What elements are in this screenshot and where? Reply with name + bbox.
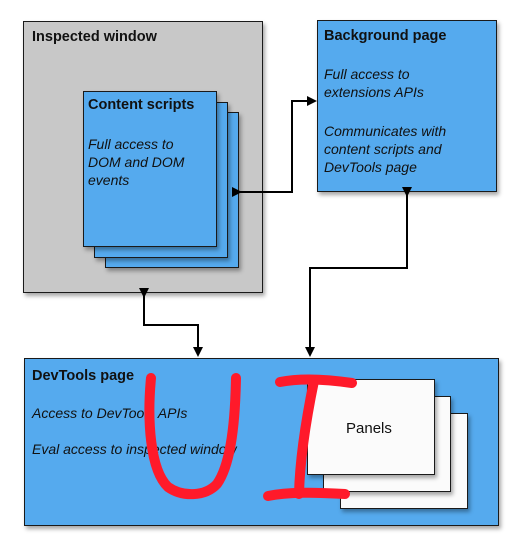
arrow-background-to-devtools bbox=[305, 187, 412, 357]
ui-annotation-letter-u bbox=[144, 373, 241, 500]
panels-label: Panels bbox=[346, 420, 392, 437]
background-page-description-1: Full access to extensions APIs bbox=[324, 65, 424, 101]
background-page-desc-line: content scripts and bbox=[324, 141, 442, 157]
ui-annotation-letter-i-stem bbox=[294, 376, 319, 499]
inspected-window-title: Inspected window bbox=[32, 29, 157, 45]
content-scripts-desc-line: Full access to bbox=[88, 136, 174, 152]
devtools-page-title: DevTools page bbox=[32, 368, 135, 384]
background-page-desc-line: Full access to bbox=[324, 66, 410, 82]
background-page-box: Background page Full access to extension… bbox=[317, 20, 497, 192]
ui-annotation bbox=[144, 373, 357, 501]
content-scripts-title: Content scripts bbox=[88, 97, 195, 113]
arrow-content-to-background bbox=[232, 96, 317, 197]
background-page-title: Background page bbox=[324, 28, 447, 44]
content-scripts-desc-line: DOM and DOM bbox=[88, 154, 185, 170]
background-page-description-2: Communicates with content scripts and De… bbox=[324, 122, 446, 176]
ui-annotation-letter-i-bottom bbox=[263, 487, 350, 501]
content-scripts-description: Full access to DOM and DOM events bbox=[88, 135, 184, 189]
devtools-page-line-eval: Eval access to inspected window bbox=[32, 441, 237, 457]
panels-box: Panels bbox=[307, 379, 435, 475]
content-scripts-desc-line: events bbox=[88, 172, 130, 188]
background-page-desc-line: DevTools page bbox=[324, 159, 417, 175]
background-page-desc-line: extensions APIs bbox=[324, 84, 424, 100]
content-scripts-box: Content scripts Full access to DOM and D… bbox=[83, 91, 217, 247]
arrow-inspected-to-devtools bbox=[139, 288, 203, 357]
background-page-desc-line: Communicates with bbox=[324, 123, 447, 139]
